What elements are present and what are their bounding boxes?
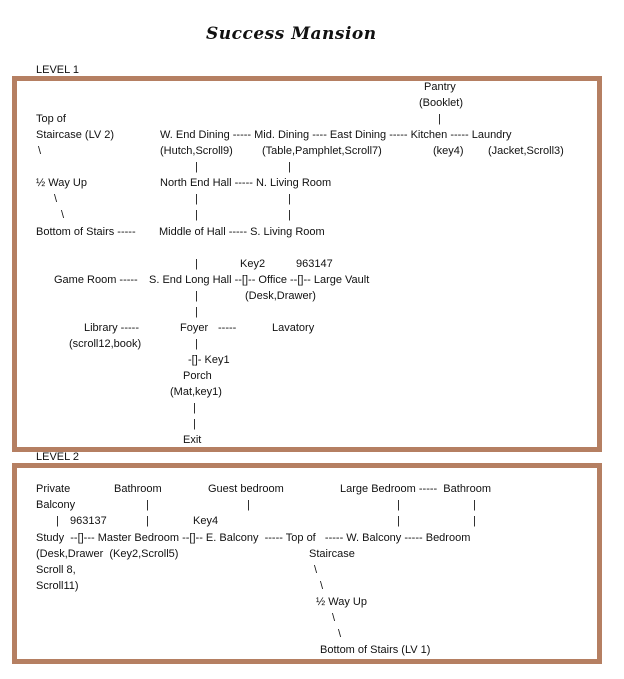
row-study-to-bedroom: Study --[]--- Master Bedroom --[]-- E. B… xyxy=(36,532,471,544)
node-top-of-staircase-cont: Staircase xyxy=(309,548,355,560)
node-study-master-items: (Desk,Drawer (Key2,Scroll5) xyxy=(36,548,179,560)
node-bottom-of-stairs: Bottom of Stairs (LV 1) xyxy=(320,644,431,656)
node-game-room: Game Room ----- xyxy=(54,274,138,286)
connector-vertical: | xyxy=(397,515,400,527)
node-library: Library ----- xyxy=(84,322,139,334)
node-pantry: Pantry xyxy=(424,81,456,93)
connector-horizontal: ----- xyxy=(218,322,237,334)
node-lavatory: Lavatory xyxy=(272,322,315,334)
row-south-hall-office-vault: S. End Long Hall --[]-- Office --[]-- La… xyxy=(149,274,370,286)
connector-diagonal: \ xyxy=(38,145,42,157)
connector-vertical: | xyxy=(473,515,476,527)
node-study-items-end: Scroll11) xyxy=(36,580,79,592)
connector-diagonal: \ xyxy=(314,564,318,576)
diagram-title: Success Mansion xyxy=(206,24,377,44)
connector-vertical: | xyxy=(195,306,198,318)
node-office-items: (Desk,Drawer) xyxy=(245,290,316,302)
node-half-way-up: ½ Way Up xyxy=(316,596,367,608)
node-bottom-of-stairs: Bottom of Stairs ----- xyxy=(36,226,136,238)
node-w-end-dining-items: (Hutch,Scroll9) xyxy=(160,145,233,157)
node-key2: Key2 xyxy=(240,258,266,270)
node-laundry-items: (Jacket,Scroll3) xyxy=(488,145,564,157)
connector-diagonal: \ xyxy=(320,580,324,592)
node-top-of-staircase: Top of xyxy=(36,113,66,125)
connector-vertical: | xyxy=(195,193,198,205)
row-dining-kitchen-laundry: W. End Dining ----- Mid. Dining ---- Eas… xyxy=(160,129,512,141)
connector-diagonal: \ xyxy=(332,612,336,624)
level1-label: LEVEL 1 xyxy=(36,64,80,76)
node-foyer: Foyer xyxy=(180,322,209,334)
node-key1-door: -[]- Key1 xyxy=(188,354,230,366)
connector-vertical: | xyxy=(247,499,250,511)
connector-diagonal: \ xyxy=(54,193,58,205)
connector-vertical: | xyxy=(397,499,400,511)
row-middle-hall-living: Middle of Hall ----- S. Living Room xyxy=(159,226,325,238)
connector-vertical: | xyxy=(473,499,476,511)
level2-label: LEVEL 2 xyxy=(36,451,80,463)
connector-vertical: | xyxy=(288,161,291,173)
connector-vertical: | xyxy=(195,258,198,270)
connector-vertical: | xyxy=(56,515,59,527)
node-code-963147: 963147 xyxy=(296,258,333,270)
node-half-way-up: ½ Way Up xyxy=(36,177,87,189)
node-porch-items: (Mat,key1) xyxy=(170,386,222,398)
node-library-items: (scroll12,book) xyxy=(69,338,142,350)
connector-vertical: | xyxy=(288,193,291,205)
row-north-hall-living: North End Hall ----- N. Living Room xyxy=(160,177,332,189)
node-porch: Porch xyxy=(183,370,212,382)
node-guest-bedroom: Guest bedroom xyxy=(208,483,284,495)
node-kitchen-items: (key4) xyxy=(433,145,464,157)
node-code-963137: 963137 xyxy=(70,515,107,527)
connector-vertical: | xyxy=(195,161,198,173)
node-private-balcony: Private xyxy=(36,483,71,495)
node-study-items-cont: Scroll 8, xyxy=(36,564,76,576)
node-exit: Exit xyxy=(183,434,202,446)
connector-vertical: | xyxy=(193,418,196,430)
node-mid-dining-items: (Table,Pamphlet,Scroll7) xyxy=(262,145,382,157)
node-top-of-staircase-cont: Staircase (LV 2) xyxy=(36,129,115,141)
level1-frame xyxy=(12,76,602,452)
connector-vertical: | xyxy=(195,338,198,350)
connector-vertical: | xyxy=(438,113,441,125)
connector-diagonal: \ xyxy=(338,628,342,640)
connector-vertical: | xyxy=(195,290,198,302)
connector-vertical: | xyxy=(195,209,198,221)
level2-frame xyxy=(12,463,602,664)
connector-vertical: | xyxy=(146,499,149,511)
node-bathroom: Bathroom xyxy=(114,483,162,495)
connector-vertical: | xyxy=(146,515,149,527)
connector-vertical: | xyxy=(288,209,291,221)
node-private-balcony-cont: Balcony xyxy=(36,499,76,511)
row-large-bedroom-bathroom: Large Bedroom ----- Bathroom xyxy=(340,483,491,495)
node-pantry-items: (Booklet) xyxy=(419,97,464,109)
node-key4: Key4 xyxy=(193,515,219,527)
connector-diagonal: \ xyxy=(61,209,65,221)
connector-vertical: | xyxy=(193,402,196,414)
